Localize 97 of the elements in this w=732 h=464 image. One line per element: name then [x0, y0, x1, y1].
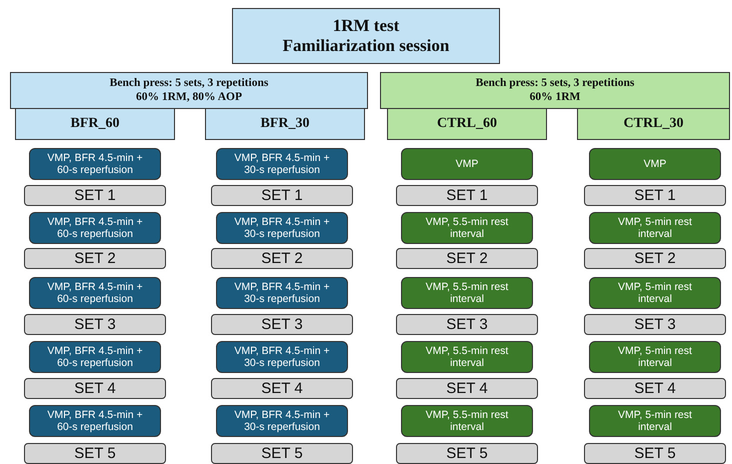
- box-label: VMP, BFR 4.5-min + 60-s reperfusion: [46, 344, 144, 370]
- box-label: SET 2: [634, 250, 676, 268]
- header-bar: [10, 72, 368, 109]
- box-label: SET 5: [74, 444, 116, 462]
- step-box: [216, 277, 348, 309]
- group-box: [387, 108, 547, 140]
- set-box: [584, 378, 726, 399]
- box-label: Familiarization session: [282, 36, 450, 56]
- box-label: Bench press: 5 sets, 3 repetitions: [476, 77, 634, 90]
- box-label: SET 5: [261, 444, 303, 462]
- set-box: [24, 185, 166, 206]
- step-box: [589, 277, 721, 309]
- set-box: [396, 378, 538, 399]
- box-label: VMP: [644, 158, 666, 170]
- box-label: VMP, BFR 4.5-min + 30-s reperfusion: [233, 344, 331, 370]
- step-box: [401, 148, 533, 180]
- box-label: 1RM test: [332, 16, 400, 36]
- box-label: VMP, BFR 4.5-min + 60-s reperfusion: [46, 152, 144, 176]
- header-bar: [380, 72, 730, 109]
- step-box: [29, 277, 161, 309]
- set-box: [396, 185, 538, 206]
- box-label: SET 3: [446, 316, 488, 334]
- set-box: [584, 185, 726, 206]
- step-box: [216, 341, 348, 373]
- step-box: [589, 405, 721, 437]
- box-label: SET 2: [74, 250, 116, 268]
- box-label: VMP, BFR 4.5-min + 30-s reperfusion: [233, 216, 331, 240]
- box-label: VMP, 5-min rest interval: [617, 280, 693, 306]
- box-label: VMP: [456, 158, 478, 170]
- box-label: SET 1: [446, 186, 488, 204]
- set-box: [24, 248, 166, 269]
- set-box: [24, 314, 166, 335]
- set-box: [396, 248, 538, 269]
- box-label: VMP, 5.5-min rest interval: [424, 216, 510, 240]
- group-box: [577, 108, 730, 140]
- step-box: [401, 277, 533, 309]
- box-label: CTRL_30: [624, 116, 684, 132]
- box-label: SET 5: [634, 444, 676, 462]
- box-label: VMP, 5.5-min rest interval: [424, 280, 510, 306]
- box-label: SET 4: [634, 380, 676, 398]
- box-label: VMP, 5.5-min rest interval: [424, 344, 510, 370]
- step-box: [589, 148, 721, 180]
- box-label: SET 3: [74, 316, 116, 334]
- set-box: [211, 185, 353, 206]
- box-label: SET 4: [446, 380, 488, 398]
- step-box: [29, 148, 161, 180]
- set-box: [584, 248, 726, 269]
- box-label: VMP, BFR 4.5-min + 60-s reperfusion: [46, 408, 144, 434]
- box-label: 60% 1RM: [530, 90, 580, 104]
- step-box: [216, 405, 348, 437]
- group-box: [205, 108, 365, 140]
- box-label: SET 3: [634, 316, 676, 334]
- box-label: CTRL_60: [437, 116, 497, 132]
- step-box: [589, 212, 721, 244]
- box-label: SET 3: [261, 316, 303, 334]
- step-box: [29, 405, 161, 437]
- box-label: SET 1: [74, 186, 116, 204]
- box-label: SET 2: [261, 250, 303, 268]
- box-label: VMP, 5-min rest interval: [617, 408, 693, 434]
- step-box: [29, 212, 161, 244]
- title-box: [232, 8, 500, 64]
- group-box: [15, 108, 175, 140]
- box-label: SET 5: [446, 444, 488, 462]
- set-box: [584, 443, 726, 464]
- set-box: [211, 378, 353, 399]
- set-box: [24, 378, 166, 399]
- set-box: [24, 443, 166, 464]
- box-label: VMP, BFR 4.5-min + 30-s reperfusion: [233, 152, 331, 176]
- box-label: 60% 1RM, 80% AOP: [136, 90, 242, 104]
- box-label: VMP, BFR 4.5-min + 30-s reperfusion: [233, 280, 331, 306]
- box-label: SET 4: [74, 380, 116, 398]
- step-box: [401, 341, 533, 373]
- set-box: [396, 314, 538, 335]
- box-label: BFR_60: [70, 116, 120, 132]
- set-box: [211, 248, 353, 269]
- set-box: [396, 443, 538, 464]
- step-box: [589, 341, 721, 373]
- box-label: SET 2: [446, 250, 488, 268]
- box-label: SET 1: [261, 186, 303, 204]
- box-label: VMP, 5.5-min rest interval: [424, 408, 510, 434]
- box-label: VMP, BFR 4.5-min + 60-s reperfusion: [46, 280, 144, 306]
- set-box: [211, 314, 353, 335]
- step-box: [216, 212, 348, 244]
- step-box: [216, 148, 348, 180]
- step-box: [401, 212, 533, 244]
- box-label: VMP, BFR 4.5-min + 30-s reperfusion: [233, 408, 331, 434]
- box-label: VMP, BFR 4.5-min + 60-s reperfusion: [46, 216, 144, 240]
- box-label: SET 4: [261, 380, 303, 398]
- step-box: [401, 405, 533, 437]
- set-box: [211, 443, 353, 464]
- box-label: BFR_30: [260, 116, 310, 132]
- box-label: SET 1: [634, 186, 676, 204]
- step-box: [29, 341, 161, 373]
- box-label: VMP, 5-min rest interval: [617, 216, 693, 240]
- box-label: VMP, 5-min rest interval: [617, 344, 693, 370]
- box-label: Bench press: 5 sets, 3 repetitions: [110, 77, 268, 90]
- set-box: [584, 314, 726, 335]
